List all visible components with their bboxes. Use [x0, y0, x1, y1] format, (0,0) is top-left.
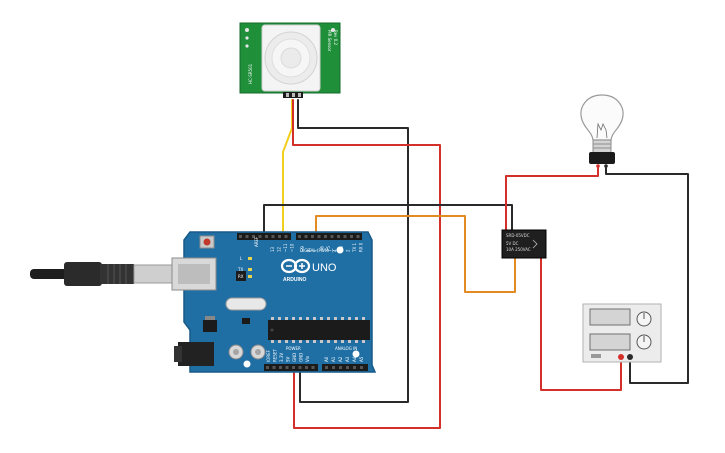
wire-pir-signal[interactable] — [282, 99, 293, 239]
voltage-display — [589, 308, 631, 326]
digital-pin-label: 2 — [346, 249, 351, 252]
analog-pin-label: A3 — [345, 356, 350, 362]
brand-label: ARDUINO — [283, 277, 306, 283]
digital-pin-label: 7 — [313, 249, 318, 252]
wires — [263, 99, 689, 429]
wire-pir-gnd[interactable] — [297, 99, 409, 403]
rx-led-label: RX — [238, 274, 244, 279]
l-led-label: L — [240, 256, 243, 261]
analog-pin-label: A2 — [338, 356, 343, 362]
wire-relay-bulb[interactable] — [505, 167, 599, 233]
analog-pin-label: A1 — [331, 356, 336, 362]
digital-pin-label: ~6 — [320, 246, 325, 252]
analog-header[interactable] — [322, 364, 368, 371]
digital-pin-label: ~10 — [290, 243, 295, 252]
wire-pir-vcc[interactable] — [292, 99, 441, 429]
atmega-chip — [268, 317, 370, 343]
digital-pin-label: RX 0 — [359, 242, 364, 252]
power-pin-label: 3.3V — [279, 353, 284, 362]
power-supply[interactable] — [582, 303, 662, 363]
digital-header[interactable] — [237, 233, 362, 240]
digital-pin-label: ~3 — [339, 246, 344, 252]
power-pin-label: 5V — [286, 356, 291, 362]
digital-pin-label: 4 — [333, 249, 338, 252]
digital-pin-label: ~11 — [283, 243, 288, 252]
power-header-label: POWER — [286, 346, 301, 351]
arduino-logo — [280, 258, 311, 274]
pir-label-right-2: Rev 0.2 — [333, 30, 338, 46]
digital-pin-label: TX 1 — [352, 243, 357, 253]
wire-bulb-psu[interactable] — [605, 167, 689, 384]
power-pin-label: IOREF — [266, 349, 271, 362]
current-display — [589, 333, 631, 351]
analog-pin-label: A5 — [359, 356, 364, 362]
power-header[interactable] — [264, 364, 318, 371]
digital-pin-label: 13 — [270, 246, 275, 252]
wire-relay-signal[interactable] — [315, 215, 516, 293]
usb-cable — [30, 262, 173, 286]
analog-pin-label: A0 — [324, 356, 329, 362]
analog-header-label: ANALOG IN — [335, 346, 357, 351]
tx-led-label: TX — [237, 267, 243, 272]
relay-model-label: SRD-05VDC — [506, 233, 530, 238]
dc-jack[interactable] — [178, 342, 214, 366]
relay-line1-label: 5V DC — [506, 241, 519, 246]
digital-pin-label: 8 — [307, 249, 312, 252]
relay-line2-label: 10A 250VAC — [506, 247, 531, 252]
wire-relay-gnd[interactable] — [263, 204, 513, 238]
model-label: UNO — [312, 262, 337, 274]
digital-pin-label: ~9 — [300, 246, 305, 252]
relay-module[interactable]: SRD-05VDC 5V DC 10A 250VAC — [501, 229, 547, 259]
digital-pin-label: ~5 — [326, 246, 331, 252]
pir-label-left: HC-SR501 — [248, 63, 253, 84]
analog-pin-label: A4 — [352, 356, 357, 362]
light-bulb[interactable] — [580, 94, 624, 168]
pir-label-right-1: PIR Sensor — [327, 30, 332, 52]
digital-header-label: DIGITAL (PWM~) — [300, 248, 334, 253]
psu-positive-terminal[interactable] — [618, 354, 624, 360]
crystal-oscillator — [225, 297, 267, 311]
arduino-uno-board[interactable]: L TX RX UNO ARDUINO DIGITAL (PWM~) AREF … — [171, 231, 377, 373]
power-pin-label: GND — [299, 353, 304, 362]
wire-relay-psu[interactable] — [540, 257, 622, 391]
power-pin-label: Vin — [305, 355, 310, 362]
power-pin-label: GND — [292, 353, 297, 362]
psu-negative-terminal[interactable] — [627, 354, 633, 360]
power-pin-label: RESET — [273, 349, 278, 362]
digital-pin-label: 12 — [277, 246, 282, 252]
aref-label: AREF — [254, 236, 259, 247]
pir-sensor[interactable]: HC-SR501 PIR Sensor Rev 0.2 — [239, 22, 341, 98]
voltage-regulator — [203, 320, 217, 332]
